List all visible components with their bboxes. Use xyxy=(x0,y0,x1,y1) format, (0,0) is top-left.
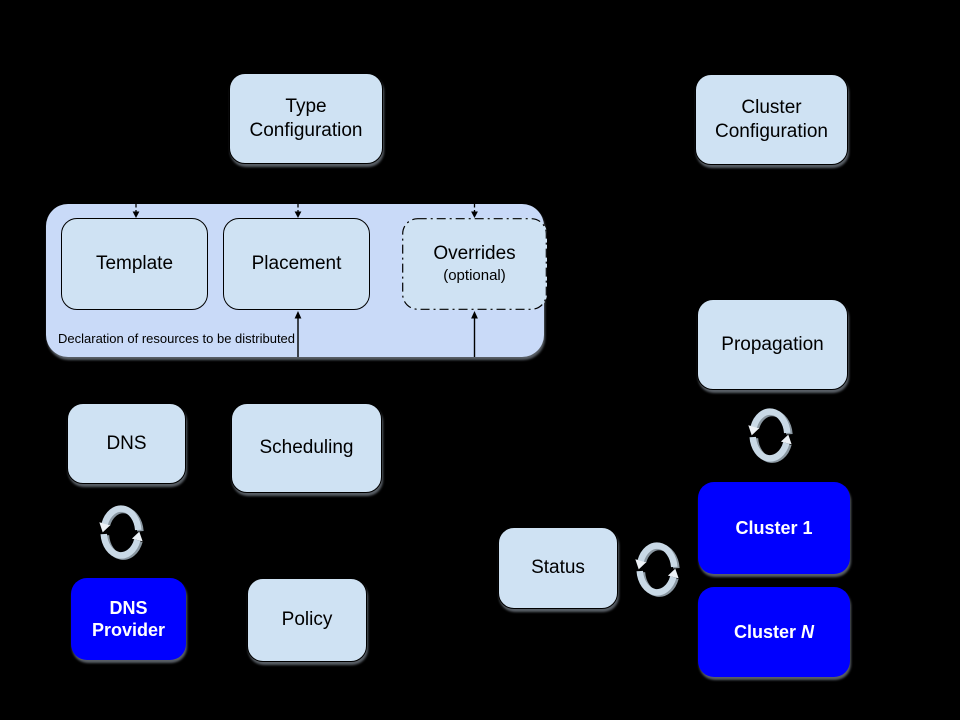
type-configuration-box: Type Configuration xyxy=(229,73,383,164)
status-label: Status xyxy=(531,557,585,579)
propagation-box: Propagation xyxy=(697,299,848,390)
placement-box: Placement xyxy=(223,218,370,310)
template-label: Template xyxy=(95,253,174,275)
sync-arrows-icon xyxy=(631,534,683,604)
cluster-configuration-label: Cluster Configuration xyxy=(714,96,829,142)
resource-declaration-group: Template Placement Overrides (optional) … xyxy=(46,204,547,357)
overrides-box: Overrides (optional) xyxy=(402,218,547,310)
propagation-label: Propagation xyxy=(721,333,824,355)
dns-box: DNS xyxy=(67,403,186,484)
group-caption: Declaration of resources to be distribut… xyxy=(58,331,296,346)
cluster-1-label: Cluster 1 xyxy=(735,517,813,538)
type-configuration-label: Type Configuration xyxy=(249,95,363,141)
overrides-note: (optional) xyxy=(443,267,506,284)
scheduling-label: Scheduling xyxy=(259,437,354,459)
policy-box: Policy xyxy=(247,578,367,662)
dns-provider-box: DNS Provider xyxy=(71,578,186,660)
status-box: Status xyxy=(498,527,618,609)
template-box: Template xyxy=(61,218,208,310)
policy-label: Policy xyxy=(281,609,333,631)
dns-provider-label: DNS Provider xyxy=(91,597,166,641)
scheduling-box: Scheduling xyxy=(231,403,382,493)
cluster-1-box: Cluster 1 xyxy=(698,482,850,574)
dns-label: DNS xyxy=(106,432,147,454)
sync-arrows-icon xyxy=(95,497,147,567)
cluster-configuration-box: Cluster Configuration xyxy=(695,74,848,165)
placement-label: Placement xyxy=(251,253,342,275)
sync-arrows-icon xyxy=(744,400,796,470)
cluster-n-label: Cluster N xyxy=(733,621,815,642)
cluster-n-box: Cluster N xyxy=(698,587,850,677)
overrides-label: Overrides xyxy=(433,243,516,265)
